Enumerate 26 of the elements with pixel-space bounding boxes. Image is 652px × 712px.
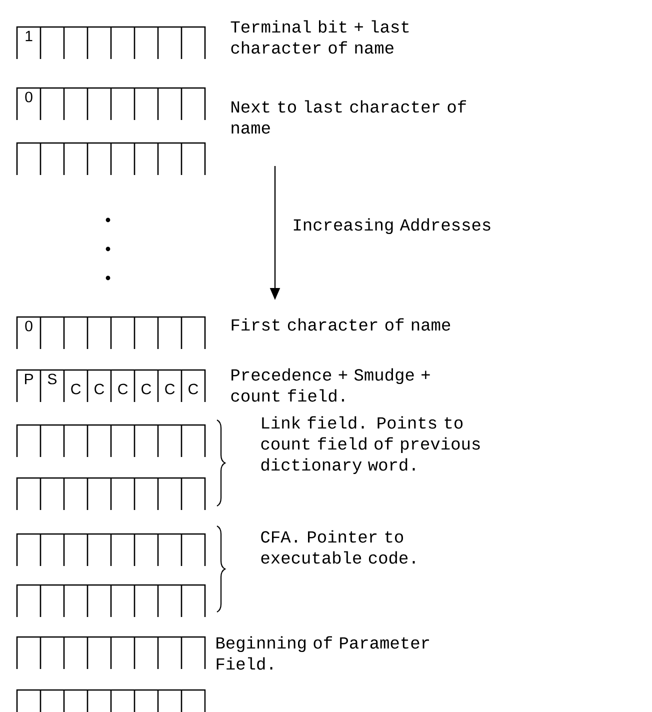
bit-label: 0 [25, 92, 32, 102]
description-text: Precedence + Smudge + count field. [231, 368, 430, 402]
description-text: CFA. Pointer to executable code. [261, 530, 415, 564]
description-text: Next to last character of name [232, 100, 466, 134]
description-text: Increasing Addresses [294, 218, 490, 234]
byte-row [16, 689, 206, 712]
bit-label: C [142, 384, 152, 394]
description-text: Beginning of Parameter Field. [216, 636, 429, 670]
description-text: Link field. Points to count field of previous dictionary word. [261, 416, 480, 474]
byte-row [16, 533, 206, 567]
bit-label: P [25, 374, 33, 384]
bit-label: C [165, 384, 175, 394]
bit-label: 0 [25, 320, 32, 332]
bit-label: C [94, 384, 104, 394]
bit-label: C [188, 384, 198, 394]
byte-row [16, 636, 206, 670]
bit-label: 1 [26, 30, 32, 42]
description-text: First character of name [232, 318, 450, 331]
bit-label: C [71, 384, 81, 394]
byte-row [16, 424, 206, 458]
bit-label: C [118, 384, 128, 394]
byte-row [16, 142, 206, 176]
bit-label: S [48, 374, 57, 384]
description-text: Terminal bit + last character of name [230, 20, 409, 54]
byte-row [16, 477, 206, 511]
byte-row [16, 584, 206, 618]
